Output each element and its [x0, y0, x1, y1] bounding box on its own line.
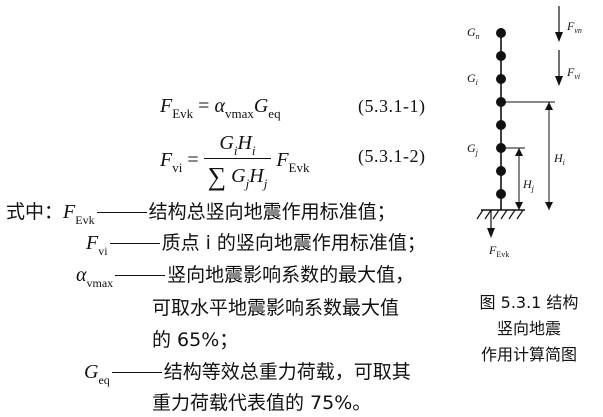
mass-point: [496, 74, 506, 84]
label-g-j: Gj: [467, 141, 479, 157]
definition-alpha-line2: 可取水平地震影响系数最大值: [152, 297, 400, 319]
mass-point: [496, 51, 506, 61]
label-h-j: Hj: [522, 177, 535, 193]
figure-caption-line3: 作用计算简图: [480, 345, 577, 364]
definition-alpha-line3: 的 65%；: [152, 329, 239, 351]
f-vn-arrowhead: [555, 32, 563, 42]
definition-f-evk-text: 结构总竖向地震作用标准值；: [148, 201, 396, 223]
mass-point: [496, 143, 506, 153]
em-dash: [96, 212, 147, 213]
label-g-n: Gn: [467, 25, 480, 41]
definition-g-eq-line1: 结构等效总重力荷载，可取其: [163, 361, 411, 383]
figure-caption: 图 5.3.1 结构 竖向地震 作用计算简图: [458, 290, 600, 368]
mass-point: [496, 97, 506, 107]
definition-lead: 式中：: [6, 201, 64, 223]
label-g-i: Gi: [467, 71, 478, 87]
h-i-arrowhead-top: [545, 102, 553, 110]
h-j-arrowhead-bottom: [515, 202, 523, 210]
equation-2-fraction: GiHi ∑ GjHj: [203, 130, 272, 193]
equation-2-number: (5.3.1-2): [358, 146, 426, 166]
em-dash: [109, 243, 160, 244]
ground-hatch: [476, 209, 524, 220]
label-f-vn: Fvn: [566, 19, 582, 35]
mass-point: [496, 166, 506, 176]
mass-point: [496, 28, 506, 38]
f-vi-arrowhead: [555, 76, 563, 86]
definition-alpha-line1: 竖向地震影响系数的最大值，: [167, 264, 415, 286]
equation-1-number: (5.3.1-1): [358, 96, 426, 116]
em-dash: [115, 275, 166, 276]
mass-point: [496, 120, 506, 130]
figure-caption-line1: 图 5.3.1 结构: [479, 293, 579, 312]
definition-g-eq-line2: 重力荷载代表值的 75%。: [152, 392, 372, 414]
equation-2: Fvi = GiHi ∑ GjHj FEvk: [160, 130, 310, 193]
definition-f-vi-text: 质点 i 的竖向地震作用标准值；: [161, 232, 426, 254]
label-f-evk: FEvk: [488, 243, 509, 259]
label-f-vi: Fvi: [566, 65, 580, 81]
h-i-arrowhead-bottom: [545, 202, 553, 210]
f-evk-arrowhead: [487, 228, 495, 238]
structure-diagram: FEvk Gn Gi Gj Fvn Fvi Hi Hj: [467, 6, 582, 259]
h-j-arrowhead-top: [515, 148, 523, 156]
figure-caption-line2: 竖向地震: [496, 319, 561, 338]
em-dash: [111, 372, 162, 373]
equation-1: FEvk = αvmaxGeq: [160, 95, 281, 121]
mass-point: [496, 189, 506, 199]
label-h-i: Hi: [553, 151, 565, 167]
